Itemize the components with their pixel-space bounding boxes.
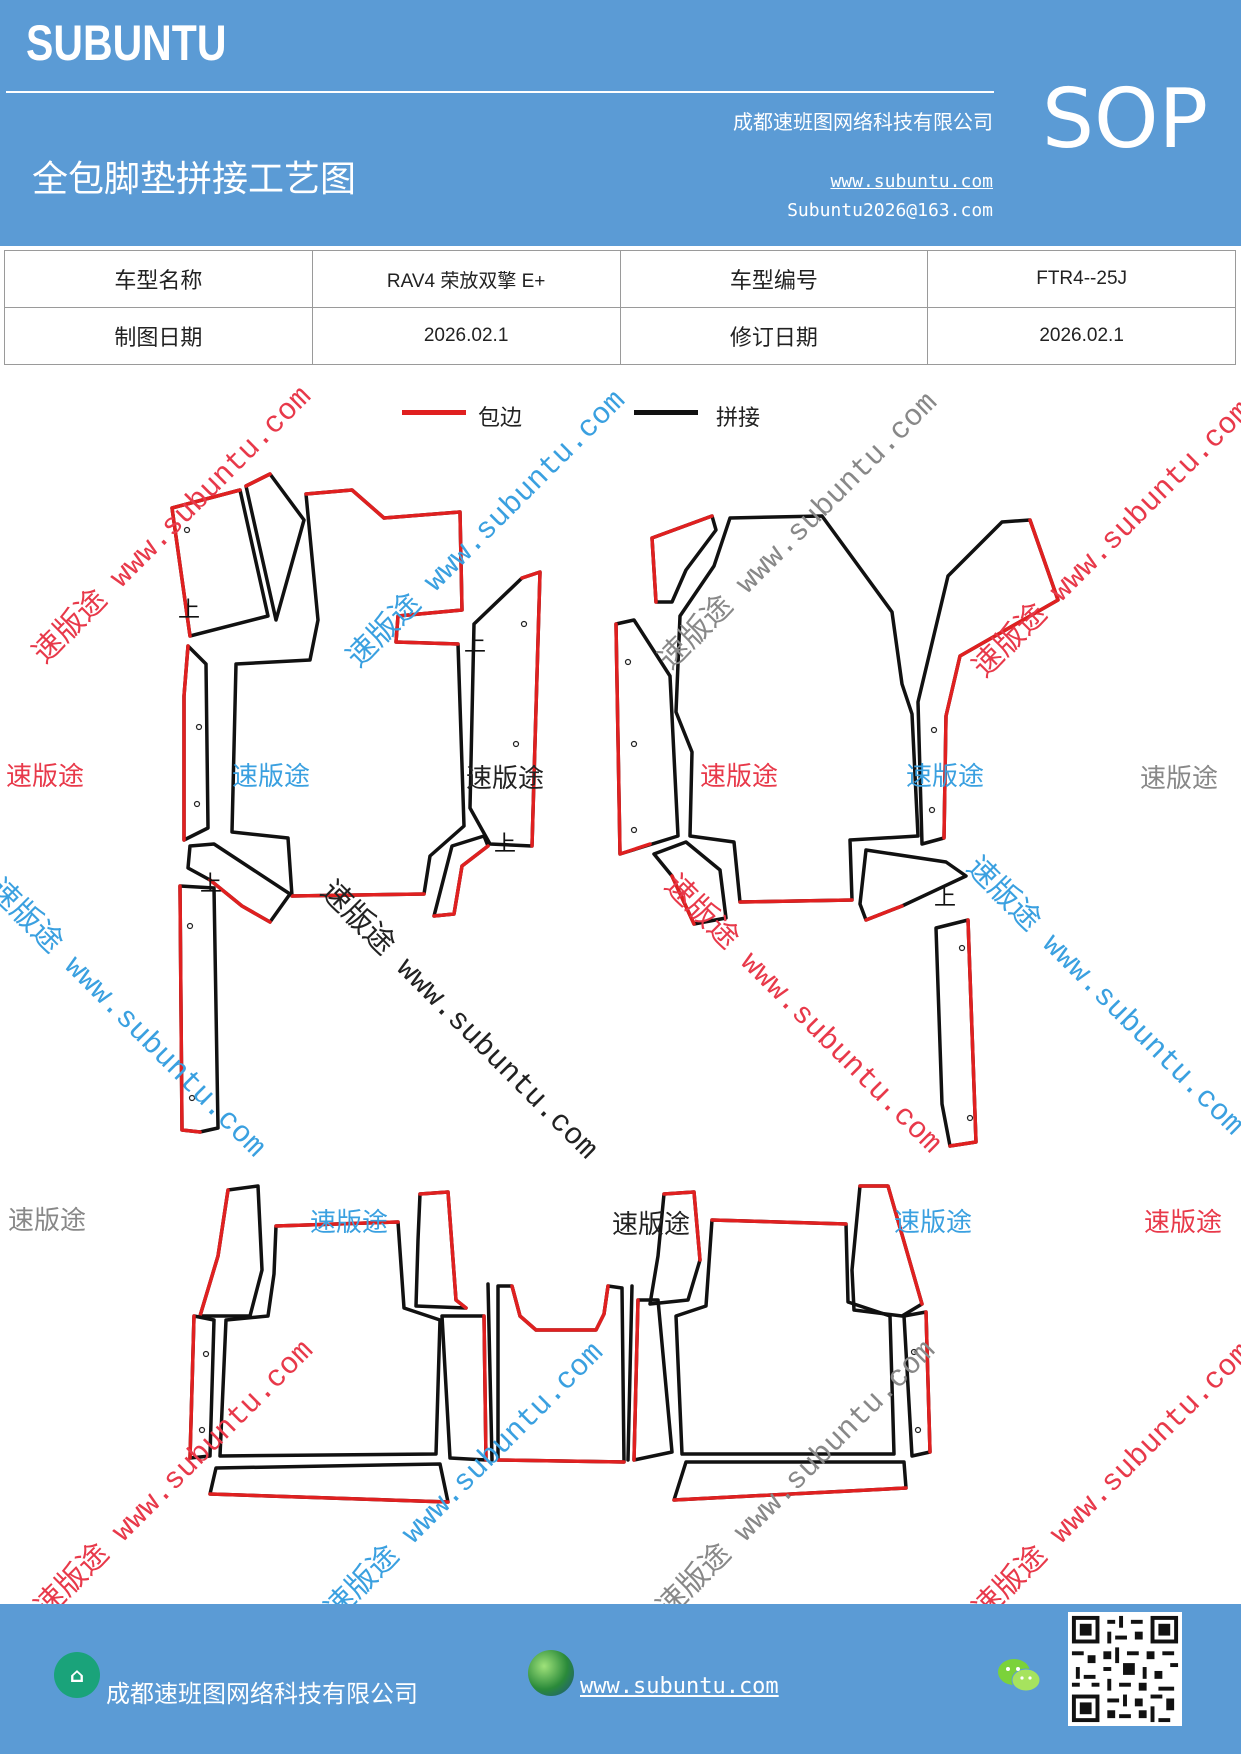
mat-piece <box>674 514 920 904</box>
mat-piece <box>182 644 210 842</box>
front-left-mat-group <box>170 472 542 1134</box>
watermark-brand: 速版途 <box>1144 1208 1223 1238</box>
front-right-mat-group <box>614 514 1060 1148</box>
revision-date-value: 2026.02.1 <box>927 307 1236 365</box>
footer-company: 成都速班图网络科技有限公司 <box>106 1680 418 1708</box>
table-row: 制图日期 2026.02.1 修订日期 2026.02.1 <box>4 307 1236 365</box>
watermark-brand: 速版途 <box>466 764 545 794</box>
orientation-marker: 上 <box>464 632 487 657</box>
orientation-marker: 上 <box>178 598 201 623</box>
legend-edge-label: 包边 <box>478 406 523 431</box>
legend-splice-label: 拼接 <box>716 406 761 431</box>
home-icon: ⌂ <box>54 1652 100 1698</box>
sop-label: SOP <box>1042 72 1209 167</box>
rear-center-mat-group <box>486 1282 634 1464</box>
watermark-brand: 速版途 <box>8 1206 87 1236</box>
orientation-marker: 上 <box>200 872 223 897</box>
mat-piece <box>198 1184 264 1318</box>
model-code-label: 车型编号 <box>619 250 929 308</box>
drawing-date-label: 制图日期 <box>4 307 313 365</box>
rear-left-mat-group <box>188 1184 488 1504</box>
legend-splice-swatch <box>634 410 698 415</box>
mat-piece <box>632 1298 674 1462</box>
globe-icon <box>528 1650 574 1696</box>
mat-piece <box>244 472 306 622</box>
qr-code <box>1068 1612 1182 1726</box>
header-divider <box>6 91 994 93</box>
orientation-marker: 上 <box>494 832 517 857</box>
footer-website-link[interactable]: www.subuntu.com <box>580 1674 779 1699</box>
header-banner: SUBUNTU SOP 成都速班图网络科技有限公司 全包脚垫拼接工艺图 www.… <box>0 0 1241 246</box>
mat-piece <box>674 1218 896 1456</box>
email-address: Subuntu2026@163.com <box>787 200 993 221</box>
watermark-brand: 速版途 <box>894 1208 973 1238</box>
watermark-brand: 速版途 <box>612 1210 691 1240</box>
watermark-brand: 速版途 <box>232 762 311 792</box>
brand-logo: SUBUNTU <box>26 15 227 71</box>
model-name-label: 车型名称 <box>4 250 313 308</box>
mat-piece <box>414 1190 468 1310</box>
pin-holes <box>183 526 974 1434</box>
drawing-date-value: 2026.02.1 <box>311 307 621 365</box>
model-name-value: RAV4 荣放双擎 E+ <box>311 250 621 308</box>
mat-piece <box>468 570 542 848</box>
revision-date-label: 修订日期 <box>619 307 929 365</box>
watermark-brand: 速版途 <box>700 762 779 792</box>
watermark-brand: 速版途 <box>310 1208 389 1238</box>
website-link[interactable]: www.subuntu.com <box>830 171 993 192</box>
legend-edge-swatch <box>402 410 466 415</box>
watermark-brand: 速版途 <box>1140 764 1219 794</box>
table-row: 车型名称 RAV4 荣放双擎 E+ 车型编号 FTR4--25J <box>4 250 1236 308</box>
company-name: 成都速班图网络科技有限公司 <box>733 110 993 134</box>
model-code-value: FTR4--25J <box>927 250 1236 308</box>
orientation-marker: 上 <box>934 886 957 911</box>
watermark-brand: 速版途 <box>906 762 985 792</box>
watermark-brand: 速版途 <box>6 762 85 792</box>
page-title: 全包脚垫拼接工艺图 <box>32 159 357 200</box>
legend: 包边 拼接 <box>0 402 1241 442</box>
footer-banner: ⌂ 成都速班图网络科技有限公司 www.subuntu.com <box>0 1604 1241 1754</box>
wechat-icon[interactable] <box>996 1656 1042 1696</box>
vehicle-info-table: 车型名称 RAV4 荣放双擎 E+ 车型编号 FTR4--25J 制图日期 20… <box>4 250 1236 365</box>
mat-piece <box>218 1220 442 1458</box>
rear-right-mat-group <box>632 1184 932 1502</box>
